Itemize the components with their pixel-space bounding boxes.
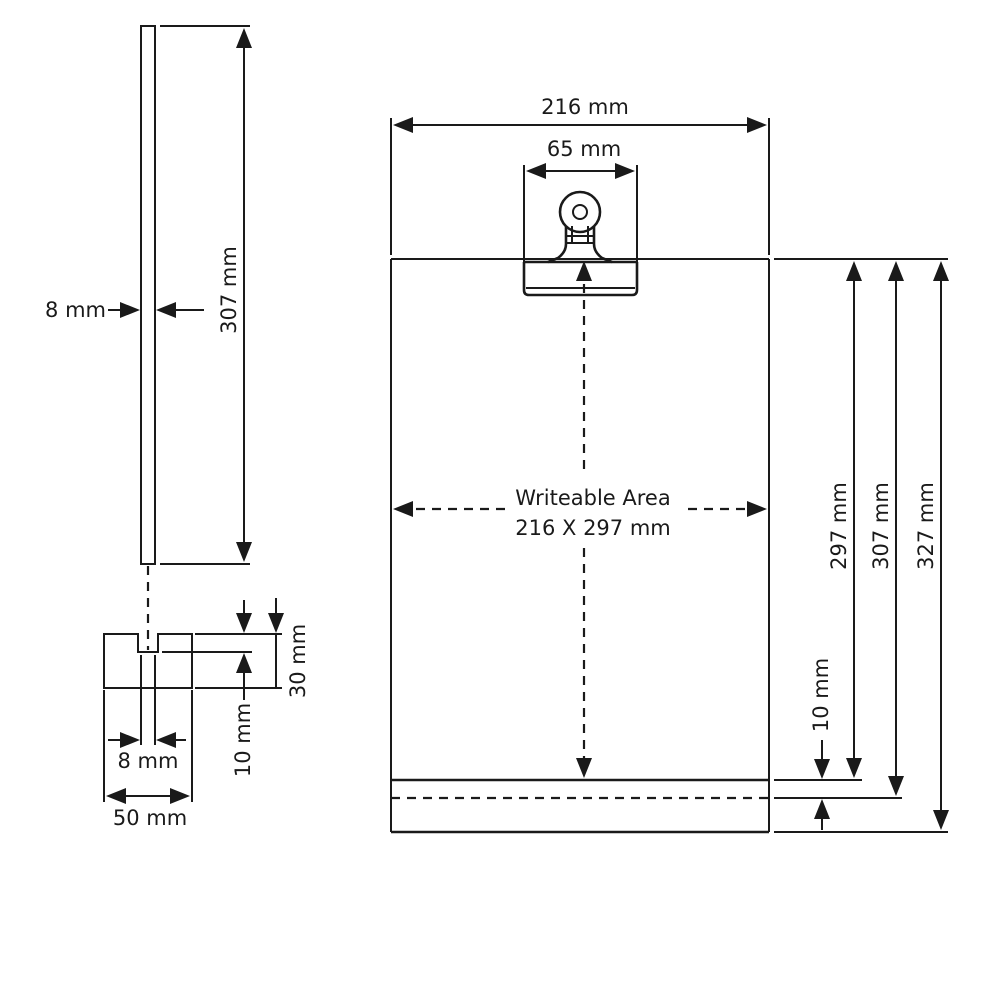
- arrow-left: [156, 732, 176, 748]
- arrow-up: [933, 261, 949, 281]
- front-view: 216 mm 65 mm: [390, 95, 949, 834]
- writeable-area-size: 216 X 297 mm: [515, 516, 671, 540]
- arrow-right: [120, 732, 140, 748]
- front-height-327-label: 327 mm: [914, 482, 938, 570]
- arrow-down: [814, 759, 830, 779]
- base-slot-depth-label: 10 mm: [231, 703, 255, 777]
- front-width-label: 216 mm: [541, 95, 629, 119]
- arrow-up: [846, 261, 862, 281]
- arrow-right: [170, 788, 190, 804]
- clip-ring-inner: [572, 204, 588, 220]
- arrow-down: [236, 613, 252, 633]
- front-height-297-label: 297 mm: [827, 482, 851, 570]
- front-height-307-label: 307 mm: [869, 482, 893, 570]
- arrow-down: [933, 810, 949, 830]
- front-bottom-margin-label: 10 mm: [809, 658, 833, 732]
- arrow-left: [156, 302, 176, 318]
- base-view: 8 mm 50 mm 10 mm 30 mm: [103, 598, 310, 830]
- arrow-up: [576, 261, 592, 281]
- base-width-label: 50 mm: [113, 806, 187, 830]
- arrow-down: [268, 613, 284, 633]
- binder-clip-icon: 65 mm: [522, 137, 639, 297]
- side-view: 307 mm 8 mm: [45, 25, 252, 650]
- arrow-left: [393, 117, 413, 133]
- arrow-left: [526, 163, 546, 179]
- arrow-right: [120, 302, 140, 318]
- arrow-left: [393, 501, 413, 517]
- side-height-label: 307 mm: [217, 246, 241, 334]
- arrow-up: [814, 799, 830, 819]
- arrow-right: [747, 117, 767, 133]
- clip-ring-outer: [558, 190, 602, 234]
- base-height-label: 30 mm: [286, 624, 310, 698]
- writeable-area-title: Writeable Area: [515, 486, 670, 510]
- clip-body: [522, 262, 639, 297]
- arrow-left: [106, 788, 126, 804]
- arrow-right: [615, 163, 635, 179]
- arrow-down: [236, 542, 252, 562]
- arrow-right: [747, 501, 767, 517]
- arrow-down: [846, 758, 862, 778]
- board-edge: [140, 25, 156, 565]
- arrow-down: [888, 776, 904, 796]
- arrow-up: [236, 653, 252, 673]
- arrow-down: [576, 758, 592, 778]
- arrow-up: [236, 28, 252, 48]
- side-thickness-label: 8 mm: [45, 298, 106, 322]
- front-clip-width-label: 65 mm: [547, 137, 621, 161]
- clip-lever: [547, 226, 613, 264]
- arrow-up: [888, 261, 904, 281]
- base-slot-width-label: 8 mm: [118, 749, 179, 773]
- base-outline: [103, 633, 193, 689]
